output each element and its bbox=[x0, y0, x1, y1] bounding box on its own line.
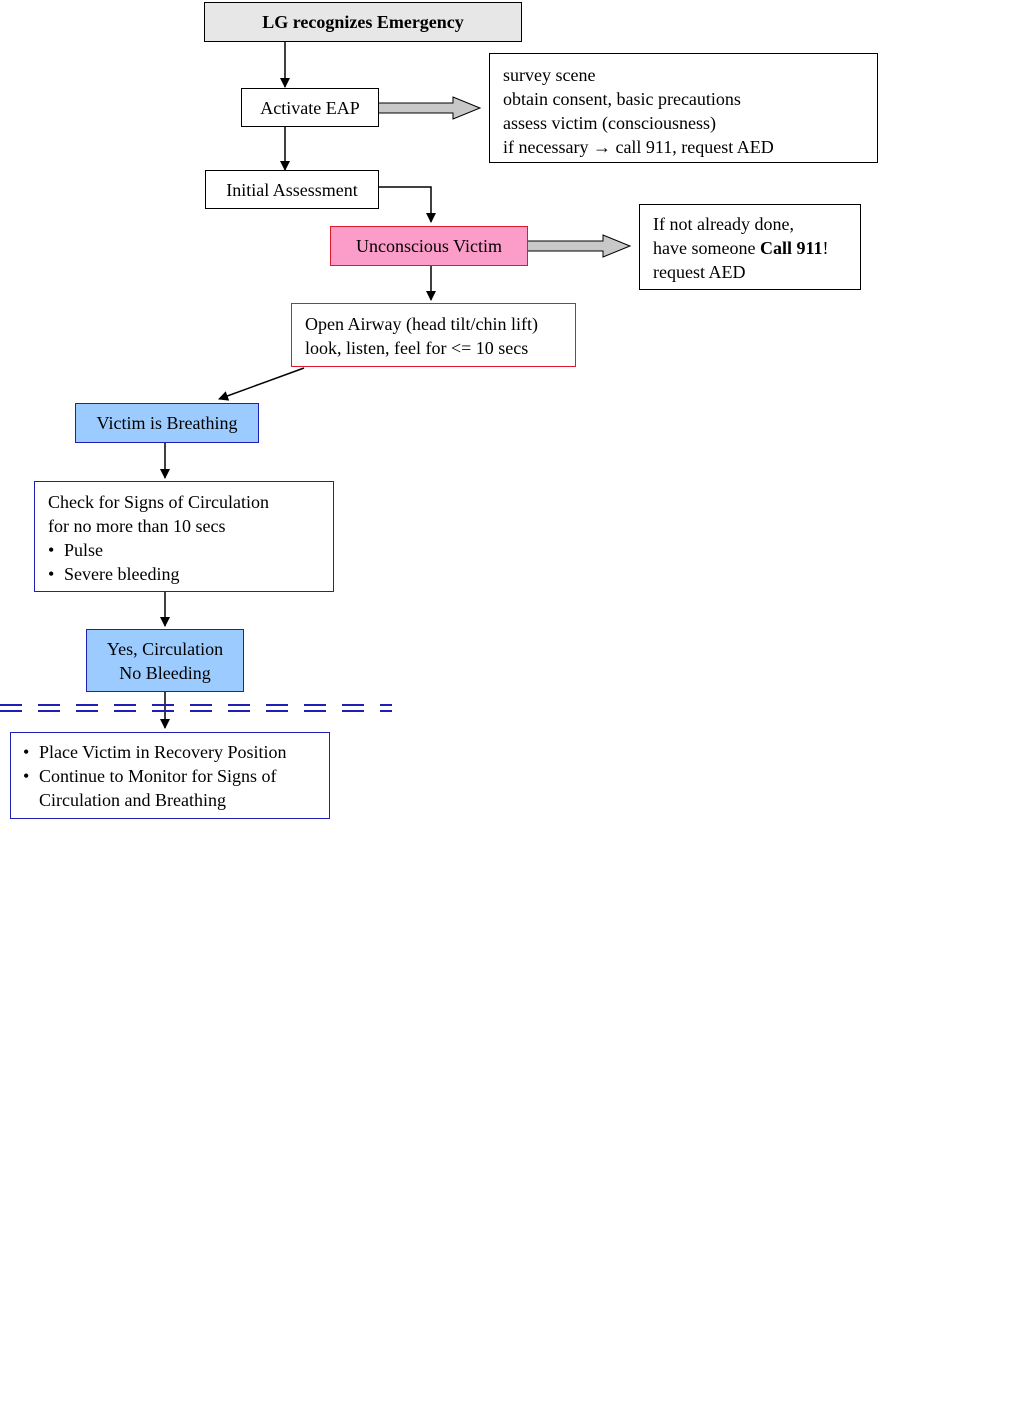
call-note-line2: have someone Call 911! bbox=[653, 236, 847, 260]
recovery-item2-line1: Continue to Monitor for Signs of bbox=[39, 766, 277, 786]
arrow-assessment-to-unconscious bbox=[379, 186, 436, 223]
check-circulation-node: Check for Signs of Circulation for no mo… bbox=[34, 481, 334, 592]
victim-breathing-node: Victim is Breathing bbox=[75, 403, 259, 443]
arrow-airway-to-breathing bbox=[218, 367, 305, 401]
call-911-emphasis: Call 911 bbox=[759, 238, 823, 258]
recovery-item2: • Continue to Monitor for Signs of Circu… bbox=[23, 764, 319, 812]
start-node: LG recognizes Emergency bbox=[204, 2, 522, 42]
bullet-symbol: • bbox=[23, 742, 30, 762]
eap-step-consent: obtain consent, basic precautions bbox=[503, 89, 741, 109]
eap-step-assess: assess victim (consciousness) bbox=[503, 113, 716, 133]
check-circulation-line1: Check for Signs of Circulation bbox=[48, 492, 269, 512]
circulation-result-line2: No Bleeding bbox=[119, 663, 211, 683]
start-label: LG recognizes Emergency bbox=[262, 12, 464, 32]
bullet-bleeding-text: Severe bleeding bbox=[64, 564, 180, 584]
eap-step-survey: survey scene bbox=[503, 65, 596, 85]
recovery-item1-text: Place Victim in Recovery Position bbox=[39, 742, 287, 762]
activate-eap-node: Activate EAP bbox=[241, 88, 379, 127]
open-airway-line1: Open Airway (head tilt/chin lift) bbox=[305, 314, 538, 334]
recovery-node: • Place Victim in Recovery Position • Co… bbox=[10, 732, 330, 819]
initial-assessment-label: Initial Assessment bbox=[226, 179, 358, 200]
recovery-item1: • Place Victim in Recovery Position bbox=[23, 740, 319, 764]
circulation-result-node: Yes, Circulation No Bleeding bbox=[86, 629, 244, 692]
bullet-symbol: • bbox=[23, 766, 30, 786]
bullet-symbol: • bbox=[48, 540, 55, 560]
block-arrow-to-eap-steps bbox=[372, 96, 482, 120]
call-note-suffix: ! bbox=[822, 238, 829, 258]
call-note-line3: request AED bbox=[653, 262, 746, 282]
unconscious-victim-label: Unconscious Victim bbox=[355, 236, 503, 256]
recovery-item2-text: Continue to Monitor for Signs of Circula… bbox=[39, 764, 277, 812]
recovery-item2-line2: Circulation and Breathing bbox=[39, 790, 226, 810]
victim-breathing-label: Victim is Breathing bbox=[96, 413, 238, 433]
bullet-pulse: • Pulse bbox=[48, 538, 320, 562]
bullet-pulse-text: Pulse bbox=[64, 540, 104, 560]
open-airway-node: Open Airway (head tilt/chin lift) look, … bbox=[291, 303, 576, 367]
check-circulation-line2: for no more than 10 secs bbox=[48, 516, 226, 536]
eap-step-call: if necessary → call 911, request AED bbox=[503, 137, 774, 157]
eap-steps-box: survey scene obtain consent, basic preca… bbox=[489, 53, 878, 163]
call-note-line1: If not already done, bbox=[653, 214, 794, 234]
unconscious-victim-node: Unconscious Victim bbox=[330, 226, 528, 266]
call-note-prefix: have someone bbox=[653, 238, 760, 258]
call-note-box: If not already done, have someone Call 9… bbox=[639, 204, 861, 290]
bullet-bleeding: • Severe bleeding bbox=[48, 562, 320, 586]
activate-eap-label: Activate EAP bbox=[260, 97, 360, 118]
open-airway-line2: look, listen, feel for <= 10 secs bbox=[305, 338, 529, 358]
block-arrow-to-call-note bbox=[522, 234, 632, 258]
divider-line bbox=[0, 704, 392, 712]
bullet-symbol: • bbox=[48, 564, 55, 584]
initial-assessment-node: Initial Assessment bbox=[205, 170, 379, 209]
circulation-result-line1: Yes, Circulation bbox=[106, 639, 224, 659]
